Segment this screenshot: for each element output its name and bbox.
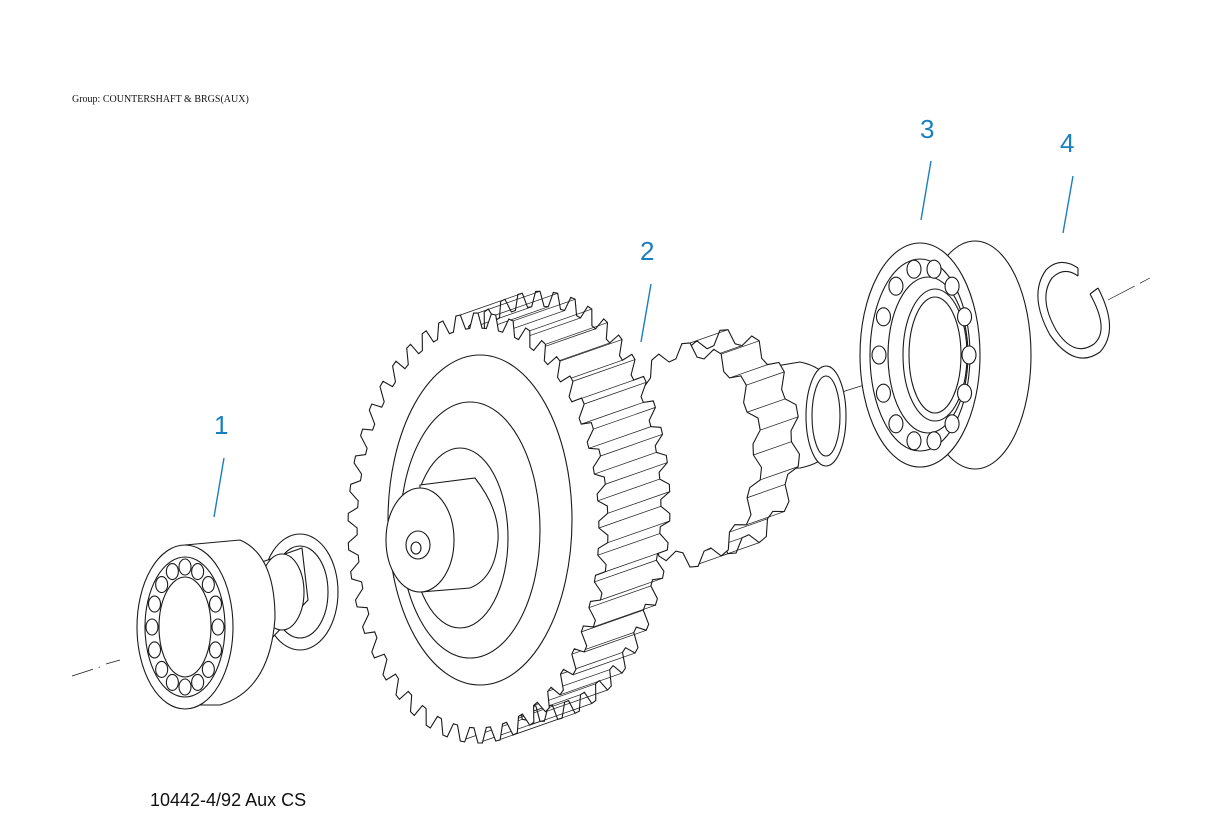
ball — [888, 276, 904, 296]
roller — [191, 563, 205, 581]
leader-line-4 — [1062, 175, 1074, 234]
bearing-rollers — [145, 558, 225, 696]
gear-tooth-edge — [594, 452, 657, 475]
roller — [208, 595, 223, 613]
gear-tooth-edge — [529, 703, 592, 726]
gear-tooth-edge — [581, 609, 644, 633]
gear-tooth-edge — [605, 549, 668, 573]
ball — [875, 383, 892, 403]
bearing-balls — [871, 259, 977, 451]
ball — [888, 414, 904, 434]
ball — [871, 345, 887, 365]
gear-tooth-edge — [746, 398, 786, 413]
gear-tooth-edge — [689, 329, 729, 344]
gear-tooth-edge — [588, 585, 652, 608]
gear-tooth-edge — [512, 298, 576, 322]
gear-tooth-edge — [600, 433, 663, 457]
gear-tooth-edge — [607, 520, 670, 544]
ball — [956, 383, 973, 403]
callout-2: 2 — [640, 236, 655, 266]
gear-tooth-edge — [572, 359, 636, 382]
gear-tooth-edge — [594, 559, 657, 583]
gear-tooth-edge — [729, 518, 768, 533]
roller — [201, 660, 215, 678]
callout-4: 4 — [1060, 128, 1075, 158]
leader-line-2 — [640, 283, 652, 343]
roller — [147, 641, 162, 659]
roller — [178, 678, 192, 696]
gear-tooth-edge — [584, 629, 647, 653]
ball — [944, 276, 960, 296]
gear-tooth-edge — [581, 402, 644, 425]
countershaft-gear-assembly — [347, 290, 847, 744]
gear-tooth-edge — [588, 426, 652, 449]
gear-tooth-edge — [545, 322, 608, 345]
figure-id: 10442-4/92 Aux CS — [150, 790, 307, 810]
gear-tooth-edge — [545, 689, 608, 713]
gear-tooth-edge — [477, 290, 541, 314]
gear-tooth-edge — [529, 308, 592, 332]
callout-1: 1 — [214, 410, 229, 440]
gear-tooth-edge — [746, 484, 786, 499]
ball — [944, 414, 960, 434]
roller — [155, 576, 169, 594]
gear-tooth-edge — [721, 340, 760, 355]
gear-tooth-edge — [729, 364, 768, 379]
gear-tooth-edge — [607, 491, 670, 514]
gear-tooth-edge — [572, 652, 636, 676]
ball — [875, 307, 892, 327]
roller — [208, 641, 223, 659]
gear-tooth-edge — [584, 381, 647, 405]
gear-tooth-edge — [597, 533, 660, 556]
ball — [961, 345, 977, 365]
ball — [956, 307, 973, 327]
gear-tooth-edge — [593, 407, 656, 430]
roller — [145, 618, 159, 636]
gear-tooth-edge — [597, 478, 660, 502]
gear-tooth-edge — [559, 339, 623, 362]
gear-tooth-edge — [559, 672, 623, 696]
roller-bearing — [136, 533, 339, 710]
gear-tooth-edge — [460, 292, 523, 316]
roller — [165, 673, 179, 691]
roller — [147, 595, 162, 613]
gear-tooth-edge — [760, 466, 799, 481]
leader-line-3 — [920, 160, 932, 221]
roller — [165, 563, 179, 581]
gear-tooth-edge — [600, 577, 663, 601]
gear-tooth-edge — [495, 292, 558, 316]
gear-tooth-edge — [746, 511, 785, 526]
roller — [178, 558, 192, 576]
group-label: Group: COUNTERSHAFT & BRGS(AUX) — [72, 94, 249, 105]
callout-3: 3 — [920, 114, 935, 144]
leader-line-1 — [213, 457, 225, 518]
gear-tooth-edge — [593, 604, 656, 628]
gear-tooth-edge — [753, 441, 792, 456]
snap-ring — [1037, 261, 1111, 359]
roller — [155, 660, 169, 678]
roller — [191, 673, 205, 691]
ball — [926, 431, 942, 451]
ball — [906, 431, 922, 451]
gear-tooth-edge — [605, 462, 668, 485]
gear-tooth-edge — [746, 371, 785, 386]
ball — [906, 259, 922, 279]
gear-tooth-edge — [495, 718, 558, 742]
ball-bearing — [859, 240, 1032, 470]
roller — [201, 576, 215, 594]
gear-tooth-edge — [598, 505, 662, 529]
ball — [926, 259, 942, 279]
gear-tooth-edge — [760, 416, 799, 431]
roller — [211, 618, 225, 636]
center-axis — [71, 277, 1151, 677]
